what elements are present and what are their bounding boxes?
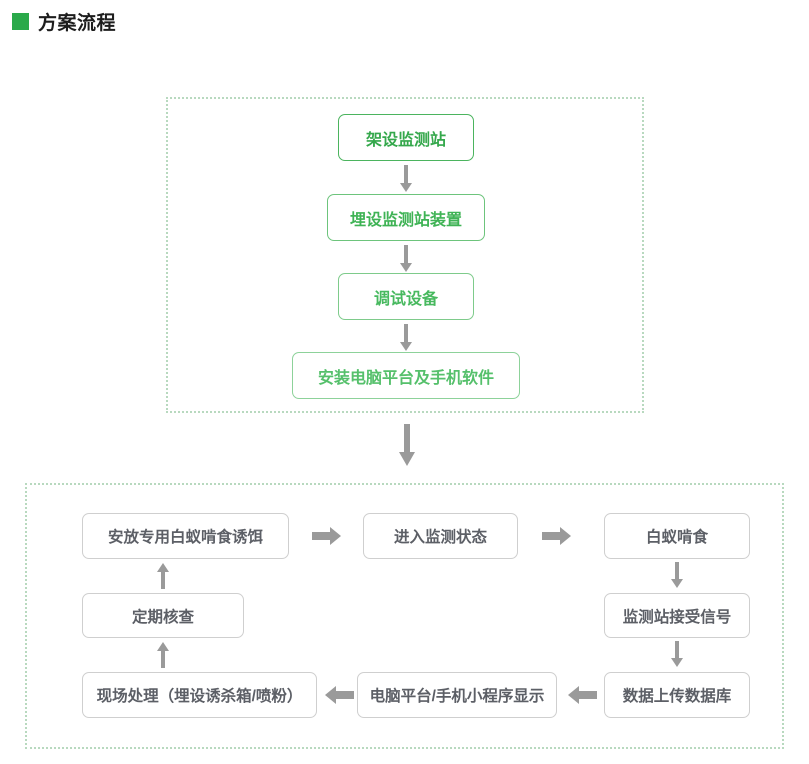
node-setup-monitoring-station[interactable]: 架设监测站 <box>338 114 474 161</box>
page-title: 方案流程 <box>38 13 117 34</box>
arrow-down-5 <box>666 641 688 669</box>
arrow-left-1 <box>566 683 598 707</box>
section-marker-icon <box>12 13 29 30</box>
page-header: 方案流程 <box>12 8 116 35</box>
arrow-down-3 <box>395 324 417 352</box>
node-field-treatment[interactable]: 现场处理（埋设诱杀箱/喷粉） <box>82 672 317 718</box>
cycle-flow-panel <box>25 483 784 749</box>
node-enter-monitoring-state[interactable]: 进入监测状态 <box>363 513 518 559</box>
node-debug-equipment[interactable]: 调试设备 <box>338 273 474 320</box>
node-install-platform-and-app[interactable]: 安装电脑平台及手机软件 <box>292 352 520 399</box>
node-upload-to-database[interactable]: 数据上传数据库 <box>604 672 750 718</box>
arrow-up-2 <box>152 562 174 590</box>
node-station-receives-signal[interactable]: 监测站接受信号 <box>604 593 750 638</box>
node-periodic-check[interactable]: 定期核查 <box>82 593 244 638</box>
arrow-down-4 <box>666 562 688 590</box>
arrow-right-2 <box>541 524 573 548</box>
arrow-left-2 <box>323 683 355 707</box>
arrow-right-1 <box>311 524 343 548</box>
node-place-bait[interactable]: 安放专用白蚁啃食诱饵 <box>82 513 289 559</box>
node-platform-display[interactable]: 电脑平台/手机小程序显示 <box>357 672 557 718</box>
arrow-up-1 <box>152 641 174 669</box>
arrow-down-section-link <box>396 424 418 468</box>
node-termite-feeding[interactable]: 白蚁啃食 <box>604 513 750 559</box>
arrow-down-1 <box>395 165 417 193</box>
install-flow-panel <box>166 97 644 413</box>
arrow-down-2 <box>395 245 417 273</box>
node-bury-station-device[interactable]: 埋设监测站装置 <box>327 194 485 241</box>
